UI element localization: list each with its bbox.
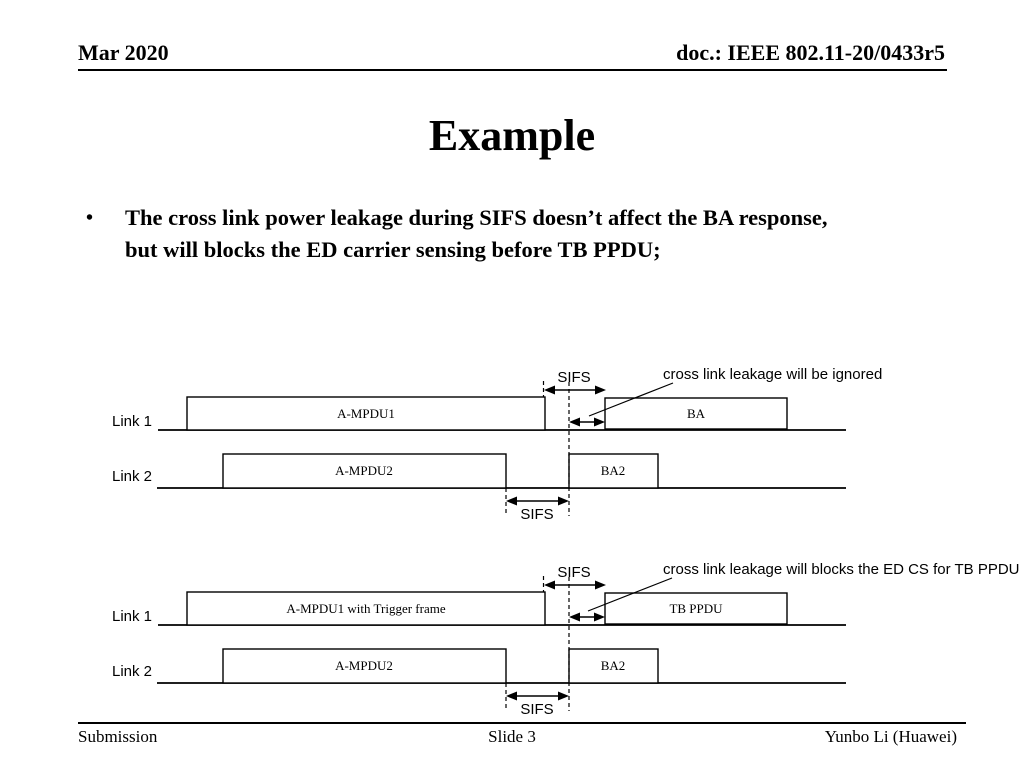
diagram2-ampdu2-box <box>222 648 507 684</box>
diagram1-ampdu1-label: A-MPDU1 <box>337 406 395 421</box>
diagram2-ba2-box <box>568 648 659 684</box>
diagram1-link2-label: Link 2 <box>112 468 152 485</box>
bullet-text-line2: but will blocks the ED carrier sensing b… <box>125 237 661 262</box>
diagram2-sifs-bottom-arrow <box>506 691 569 701</box>
diagram2-ampdu1-box <box>186 591 546 626</box>
diagram2-link1-label: Link 1 <box>112 608 152 625</box>
diagram2-tbppdu-box <box>604 592 788 625</box>
slide-title: Example <box>428 111 596 160</box>
footer-divider <box>78 722 966 724</box>
diagram2-sifs-bottom-label: SIFS <box>520 701 553 718</box>
diagram1-ba-label: BA <box>687 406 706 421</box>
diagram2-annotation-line <box>587 577 673 612</box>
diagram2-sifs-top-label: SIFS <box>557 564 590 581</box>
header-divider <box>78 69 947 71</box>
bullet-marker: • <box>86 207 94 229</box>
bullet-item: • The cross link power leakage during SI… <box>86 202 946 266</box>
diagram1-ampdu2-label: A-MPDU2 <box>335 463 393 478</box>
diagram1: Link 1 Link 2 A-MPDU1 BA A-MPDU2 BA2 SIF… <box>112 366 882 523</box>
diagram2-annotation: cross link leakage will blocks the ED CS… <box>663 561 1020 578</box>
header-date: Mar 2020 <box>78 40 169 65</box>
diagram1-sifs-top-label: SIFS <box>557 369 590 386</box>
diagram1-leakage-arrow <box>569 417 605 427</box>
diagram2-ba2-label: BA2 <box>601 658 626 673</box>
footer-slide-number: Slide 3 <box>488 727 536 746</box>
diagram2-ampdu1-label: A-MPDU1 with Trigger frame <box>286 601 445 616</box>
diagram1-ampdu2-box <box>222 453 507 489</box>
bullet-text: The cross link power leakage during SIFS… <box>125 202 828 266</box>
footer-author: Yunbo Li (Huawei) <box>824 727 957 746</box>
diagram1-sifs-top-arrow <box>544 385 606 395</box>
diagram1-sifs-bottom-arrow <box>506 496 569 506</box>
diagram2-link2-label: Link 2 <box>112 663 152 680</box>
diagram1-link1-label: Link 1 <box>112 413 152 430</box>
diagram1-annotation: cross link leakage will be ignored <box>663 366 882 383</box>
diagram1-ba2-box <box>568 453 659 489</box>
diagram2-ampdu2-label: A-MPDU2 <box>335 658 393 673</box>
diagram2-leakage-arrow <box>569 612 605 622</box>
diagram1-ba2-label: BA2 <box>601 463 626 478</box>
diagram2-tbppdu-label: TB PPDU <box>669 601 723 616</box>
diagram2: Link 1 Link 2 A-MPDU1 with Trigger frame… <box>112 561 1020 718</box>
header-doc-number: doc.: IEEE 802.11-20/0433r5 <box>676 40 945 65</box>
diagram1-ampdu1-box <box>186 396 546 431</box>
diagram2-sifs-top-arrow <box>544 580 606 590</box>
diagram1-annotation-line <box>588 382 674 417</box>
footer-submission: Submission <box>78 727 158 746</box>
bullet-text-line1: The cross link power leakage during SIFS… <box>125 205 828 230</box>
diagram1-ba-box <box>604 397 788 430</box>
diagram1-sifs-bottom-label: SIFS <box>520 506 553 523</box>
